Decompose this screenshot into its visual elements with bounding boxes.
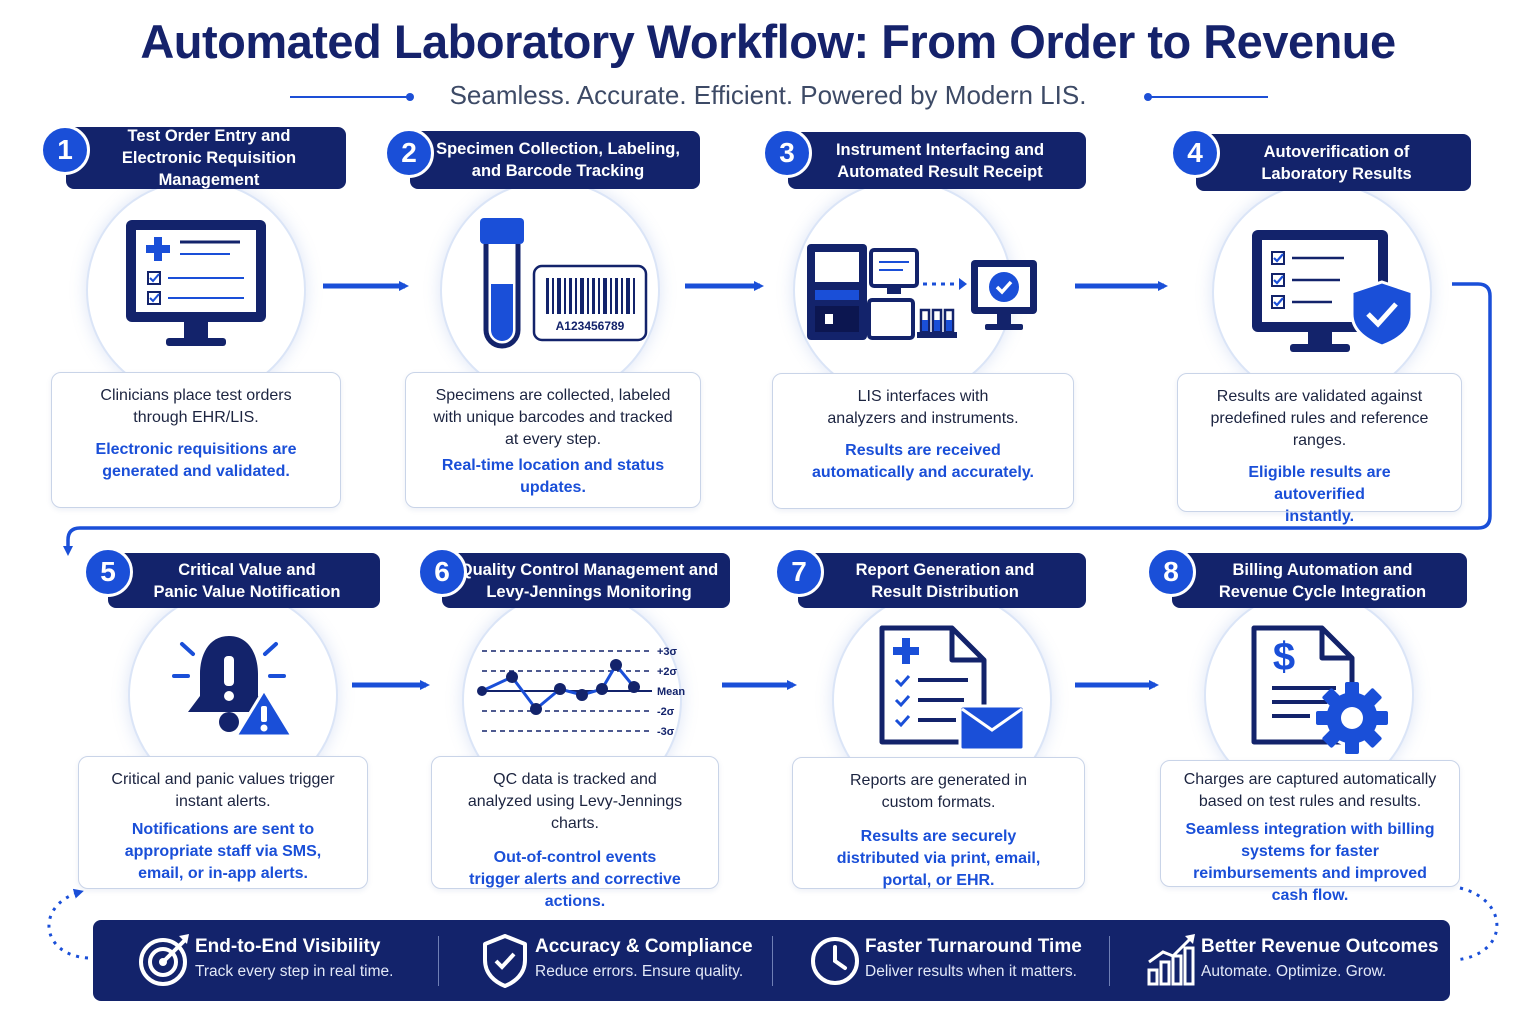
test-tube-barcode-icon: A123456789 <box>480 218 648 349</box>
benefit-accuracy-title: Accuracy & Compliance <box>535 936 753 957</box>
step-3-title-line-2: Automated Result Receipt <box>837 162 1043 181</box>
step-7-title-line-2: Result Distribution <box>871 582 1019 601</box>
step-7-title-line-1: Report Generation and <box>855 560 1035 579</box>
step-3-description: LIS interfaces with analyzers and instru… <box>772 373 1074 509</box>
shield-check-icon <box>483 934 527 988</box>
step-6-highlight-text: Out-of-control events trigger alerts and… <box>469 849 681 910</box>
benefit-revenue-title: Better Revenue Outcomes <box>1201 936 1439 957</box>
step-2-title-line-1: Specimen Collection, Labeling, <box>436 140 680 158</box>
step-1-description: Clinicians place test orders through EHR… <box>51 372 341 508</box>
step-5-highlight-text: Notifications are sent to appropriate st… <box>124 821 322 882</box>
benefits-footer: End-to-End Visibility Track every step i… <box>93 920 1450 1001</box>
step-2-highlight-text: Real-time location and status updates. <box>441 457 665 496</box>
step-3-title-line-1: Instrument Interfacing and <box>835 140 1045 159</box>
footer-divider-1 <box>438 936 439 986</box>
computer-requisition-icon <box>126 220 266 346</box>
growth-chart-icon <box>1147 934 1195 986</box>
step-1-title-line-2: Electronic Requisition Management <box>121 149 297 189</box>
dotted-loop-left <box>47 888 89 960</box>
benefit-turnaround: Faster Turnaround Time Deliver results w… <box>799 920 1129 1001</box>
step-5-number: 5 <box>83 547 133 597</box>
subtitle-dot-left <box>406 93 414 101</box>
step-6-description: QC data is tracked and analyzed using Le… <box>431 756 719 910</box>
step-1-number: 1 <box>40 125 90 175</box>
step-6-title-line-2: Levy-Jennings Monitoring <box>486 582 692 601</box>
svg-text:$: $ <box>1273 635 1295 679</box>
step-5-title-line-2: Panic Value Notification <box>153 582 341 601</box>
subtitle-rule-left <box>290 96 410 98</box>
benefit-turnaround-title: Faster Turnaround Time <box>865 936 1082 957</box>
benefit-visibility: End-to-End Visibility Track every step i… <box>129 920 459 1001</box>
analyzer-interface-icon <box>807 244 1037 340</box>
benefit-turnaround-sub: Deliver results when it matters. <box>865 963 1077 980</box>
step-2-description: Specimens are collected, labeled with un… <box>405 372 701 508</box>
benefit-revenue: Better Revenue Outcomes Automate. Optimi… <box>1135 920 1445 1001</box>
lj-label-plus2: +2σ <box>657 666 678 678</box>
step-6-desc-text: QC data is tracked and analyzed using Le… <box>467 771 683 832</box>
step-4-title-line-1: Autoverification of <box>1263 142 1410 161</box>
page-subtitle: Seamless. Accurate. Efficient. Powered b… <box>449 80 1087 110</box>
step-7-description: Reports are generated in custom formats.… <box>792 757 1085 889</box>
lj-label-mean: Mean <box>657 686 685 698</box>
step-3-number: 3 <box>762 128 812 178</box>
benefit-revenue-sub: Automate. Optimize. Grow. <box>1201 963 1387 980</box>
step-1-highlight-text: Electronic requisitions are generated an… <box>95 441 297 480</box>
step-3-highlight-text: Results are received automatically and a… <box>811 442 1034 481</box>
step-2-title-line-2: and Barcode Tracking <box>471 162 645 180</box>
step-5-desc-text: Critical and panic values trigger instan… <box>111 771 335 810</box>
step-8-title-line-2: Revenue Cycle Integration <box>1218 582 1427 601</box>
barcode-text: A123456789 <box>556 319 625 333</box>
page-title: Automated Laboratory Workflow: From Orde… <box>140 15 1396 68</box>
step-8-description: Charges are captured automatically based… <box>1160 760 1460 904</box>
step-8-desc-text: Charges are captured automatically based… <box>1183 771 1437 810</box>
step-4-highlight-text: Eligible results are autoverified instan… <box>1248 464 1391 525</box>
step-5-title-line-1: Critical Value and <box>178 560 316 579</box>
step-7-number: 7 <box>774 547 824 597</box>
benefit-visibility-sub: Track every step in real time. <box>195 963 394 980</box>
footer-divider-2 <box>772 936 773 986</box>
step-2-desc-text: Specimens are collected, labeled with un… <box>433 387 673 448</box>
autoverification-shield-icon <box>1252 230 1414 352</box>
footer-divider-3 <box>1109 936 1110 986</box>
step-7-desc-text: Reports are generated in custom formats. <box>850 772 1027 811</box>
step-1-desc-text: Clinicians place test orders through EHR… <box>100 387 292 426</box>
lj-label-plus3: +3σ <box>657 646 678 658</box>
step-8-highlight-text: Seamless integration with billing system… <box>1185 821 1435 904</box>
benefit-accuracy: Accuracy & Compliance Reduce errors. Ens… <box>469 920 789 1001</box>
benefit-accuracy-sub: Reduce errors. Ensure quality. <box>535 963 744 980</box>
subtitle-rule-right <box>1148 96 1268 98</box>
report-envelope-icon <box>879 625 1026 752</box>
step-5-description: Critical and panic values trigger instan… <box>78 756 368 889</box>
step-4-desc-text: Results are validated against predefined… <box>1210 388 1429 449</box>
step-4-number: 4 <box>1170 128 1220 178</box>
levy-jennings-chart-icon: +3σ +2σ Mean -2σ -3σ <box>477 646 685 738</box>
clock-icon <box>811 937 859 985</box>
step-2-number: 2 <box>384 128 434 178</box>
step-1-title-line-1: Test Order Entry and <box>127 127 291 145</box>
step-3-desc-text: LIS interfaces with analyzers and instru… <box>827 388 1019 427</box>
step-8-title-line-1: Billing Automation and <box>1232 560 1413 579</box>
step-4-header: Autoverification of Laboratory Results <box>1196 134 1471 191</box>
step-4-description: Results are validated against predefined… <box>1177 373 1462 525</box>
target-icon <box>139 934 189 986</box>
step-4-title-line-2: Laboratory Results <box>1261 164 1412 183</box>
step-8-number: 8 <box>1146 547 1196 597</box>
step-6-number: 6 <box>417 547 467 597</box>
billing-gear-icon: $ <box>1251 625 1388 754</box>
benefit-visibility-title: End-to-End Visibility <box>195 936 381 957</box>
lj-label-minus3: -3σ <box>657 726 675 738</box>
alert-bell-icon <box>172 636 294 738</box>
dotted-loop-right <box>1454 886 1499 962</box>
step-2-header: Specimen Collection, Labeling, and Barcod… <box>410 131 700 189</box>
step-7-highlight-text: Results are securely distributed via pri… <box>836 828 1041 889</box>
step-6-title-line-1: Quality Control Management and <box>459 560 719 579</box>
lj-label-minus2: -2σ <box>657 706 675 718</box>
